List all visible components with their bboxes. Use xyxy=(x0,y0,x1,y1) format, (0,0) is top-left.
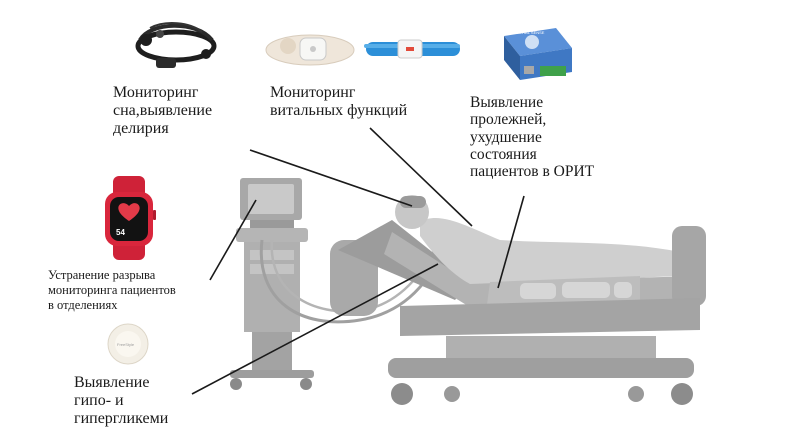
inertial-sensor-box-icon: INERTIAL SENSE xyxy=(504,28,572,80)
pointer-line-gap xyxy=(209,199,257,281)
label-line: пациентов в ОРИТ xyxy=(470,163,595,181)
label-glycemia: Выявление гипо- и гипергликеми xyxy=(74,374,168,428)
pointer-lines xyxy=(191,127,525,395)
label-line: Мониторинг xyxy=(270,84,356,101)
glucose-sensor-icon: FreeStyle xyxy=(107,323,149,365)
eeg-headband-icon xyxy=(135,22,217,68)
pointer-line-sores xyxy=(497,195,525,289)
pointer-line-vital xyxy=(369,127,473,227)
glucose-patch-text: FreeStyle xyxy=(117,342,135,347)
label-line: состояния xyxy=(470,146,537,164)
label-pressure-sores: Выявление пролежней, ухудшение состояния… xyxy=(470,94,594,181)
pointer-line-glucose xyxy=(191,263,439,395)
pointer-line-sleep xyxy=(249,149,413,207)
label-line: пролежней, xyxy=(470,111,547,129)
label-line: Выявление xyxy=(470,94,544,111)
label-line: Выявление xyxy=(74,374,150,391)
label-sleep-delirium: Мониторинг сна,выявление делирия xyxy=(113,84,212,138)
icu-bed-with-monitor-icon xyxy=(230,178,706,405)
label-vital-functions: Мониторинг витальных функций xyxy=(270,84,407,120)
label-line: гипо- и xyxy=(74,391,124,409)
watch-value: 54 xyxy=(116,228,125,237)
label-line: делирия xyxy=(113,119,169,137)
label-monitoring-gap: Устранение разрыва мониторинга пациентов… xyxy=(48,268,176,313)
sensor-box-text: INERTIAL SENSE xyxy=(512,30,545,35)
wrist-band-sensor-icon xyxy=(364,39,460,59)
label-line: мониторинга пациентов xyxy=(48,283,176,297)
vital-sign-patch-icon xyxy=(265,34,355,66)
smartwatch-icon: 54 xyxy=(105,176,156,260)
label-line: Мониторинг xyxy=(113,84,199,101)
label-line: гипергликеми xyxy=(74,409,169,427)
label-line: Устранение разрыва xyxy=(48,268,156,282)
label-line: витальных функций xyxy=(270,101,408,119)
label-line: в отделениях xyxy=(48,298,118,312)
label-line: ухудшение xyxy=(470,128,542,146)
label-line: сна,выявление xyxy=(113,101,213,119)
